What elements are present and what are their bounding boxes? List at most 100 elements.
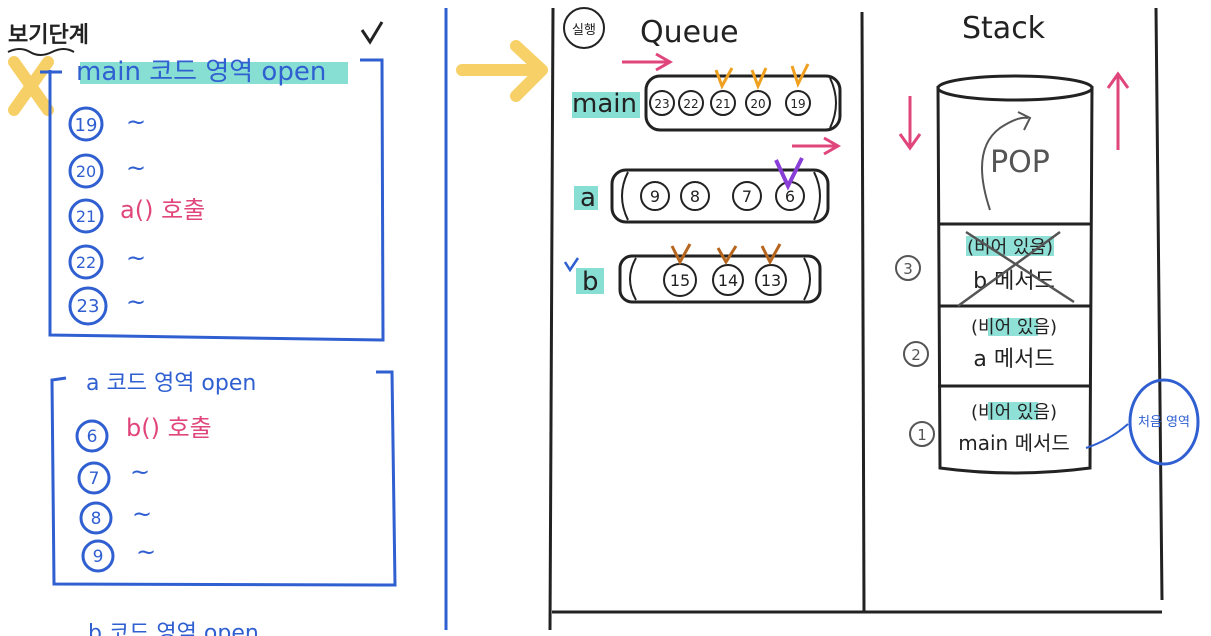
board-right-edge xyxy=(1154,7,1164,601)
main-title-highlight xyxy=(80,62,348,84)
tube-end xyxy=(829,77,837,129)
line-number-circle xyxy=(68,153,104,189)
queue-item-circle xyxy=(732,181,762,211)
frame-number: 1 xyxy=(917,426,927,444)
queue-item: 22 xyxy=(683,97,698,111)
line-text-call: b() 호출 xyxy=(126,414,212,442)
line-number: 20 xyxy=(76,162,96,181)
queue-a-label: a xyxy=(580,183,596,213)
queue-item: 15 xyxy=(670,271,690,290)
line-number: 22 xyxy=(76,253,96,272)
frame-method-name: a 메서드 xyxy=(973,347,1054,372)
line-text: ~ xyxy=(126,154,146,182)
main-box-title: main 코드 영역 open xyxy=(76,57,326,87)
main-label-highlight xyxy=(572,92,640,118)
side-note-bubble xyxy=(1128,378,1200,466)
header-underline xyxy=(7,48,75,56)
queue-item: 19 xyxy=(790,97,805,111)
line-text: ~ xyxy=(130,458,150,486)
queue-item: 21 xyxy=(715,97,730,111)
frame-top-highlight xyxy=(988,402,1038,420)
b-box-title: b 코드 영역 open xyxy=(88,621,259,636)
queue-title: Queue xyxy=(640,15,739,50)
queue-main-tube xyxy=(644,74,842,132)
queue-main-items: 23 22 21 20 19 xyxy=(649,90,811,116)
stage-label-circle xyxy=(563,7,605,49)
queue-item: 14 xyxy=(718,271,738,290)
line-text: ~ xyxy=(126,288,146,316)
frame-number-circle xyxy=(903,341,929,367)
queue-a-tube xyxy=(610,168,830,224)
queue-item: 9 xyxy=(650,187,660,206)
line-number-circle xyxy=(68,244,104,280)
frame-cross-out xyxy=(957,230,1075,308)
line-number: 8 xyxy=(91,509,102,529)
line-text-call: a() 호출 xyxy=(120,196,205,224)
queue-b-label: b xyxy=(582,267,599,297)
stack-container xyxy=(936,85,1094,475)
board-left-edge xyxy=(548,7,555,631)
a-label-highlight xyxy=(574,186,598,210)
tube-end xyxy=(629,257,637,301)
a-box-lines: 6 b() 호출 7 ~ 8 ~ 9 ~ xyxy=(75,414,212,573)
queue-item: 20 xyxy=(750,97,765,111)
frame-top-text: (비어 있음) xyxy=(971,317,1057,338)
tube-end xyxy=(813,171,821,221)
line-number: 23 xyxy=(77,296,100,317)
line-number-circle xyxy=(77,461,111,495)
queue-item-circle xyxy=(710,90,736,116)
main-box-lines: 19 ~ 20 ~ 21 a() 호출 22 ~ 23 ~ xyxy=(68,106,205,326)
tube-end xyxy=(621,171,629,221)
pop-curve-arrow-icon xyxy=(981,111,1032,211)
queue-item-circle xyxy=(712,264,744,296)
line-number: 19 xyxy=(75,115,98,136)
board-middle-divider xyxy=(860,11,866,613)
main-code-box xyxy=(48,58,385,342)
pop-arrow-icon xyxy=(1106,71,1130,150)
stage-header: 보기단계 xyxy=(8,23,89,48)
queue-item-circle xyxy=(680,181,710,211)
line-number: 7 xyxy=(89,469,100,489)
queue-item-circle xyxy=(755,264,787,296)
queue-item: 13 xyxy=(761,271,781,290)
line-text: ~ xyxy=(126,244,146,272)
queue-item: 23 xyxy=(654,97,669,111)
queue-item-circle xyxy=(640,181,670,211)
frame-method-name: main 메서드 xyxy=(958,431,1070,455)
frame-top-highlight xyxy=(988,318,1038,336)
tube-end xyxy=(803,257,811,301)
line-number: 21 xyxy=(76,207,96,226)
line-number-circle xyxy=(68,286,108,326)
queue-item: 8 xyxy=(690,187,700,206)
line-number-circle xyxy=(75,419,109,453)
a-box-title: a 코드 영역 open xyxy=(86,371,256,396)
queue-b-items: 15 14 13 xyxy=(663,263,787,297)
queue-main-label: main xyxy=(572,89,637,119)
queue-item-circle xyxy=(745,90,771,116)
pop-label: POP xyxy=(990,145,1050,180)
b-label-highlight xyxy=(576,268,604,294)
check-mark-icon xyxy=(360,21,384,45)
push-arrow-icon xyxy=(898,96,922,151)
line-number-circle xyxy=(79,501,113,535)
queue-item: 7 xyxy=(742,187,752,206)
pink-arrow-icon xyxy=(622,52,674,72)
yellow-cross-mark xyxy=(8,56,54,116)
stack-top-ellipse xyxy=(936,74,1094,102)
line-number: 6 xyxy=(87,427,98,447)
line-text: ~ xyxy=(136,538,156,566)
line-number-circle xyxy=(68,106,104,142)
orange-check-icons xyxy=(714,63,810,90)
pink-arrow-icon xyxy=(792,136,842,156)
brown-check-icons xyxy=(670,243,782,266)
a-code-box xyxy=(50,370,397,587)
queue-item: 6 xyxy=(785,187,795,206)
frame-number-circle xyxy=(909,421,935,447)
stack-title: Stack xyxy=(962,11,1046,46)
queue-b-tube xyxy=(618,254,822,304)
queue-item-circle xyxy=(649,90,675,116)
line-number: 9 xyxy=(93,547,104,567)
line-text: ~ xyxy=(132,500,152,528)
stage-label: 실행 xyxy=(572,22,596,38)
